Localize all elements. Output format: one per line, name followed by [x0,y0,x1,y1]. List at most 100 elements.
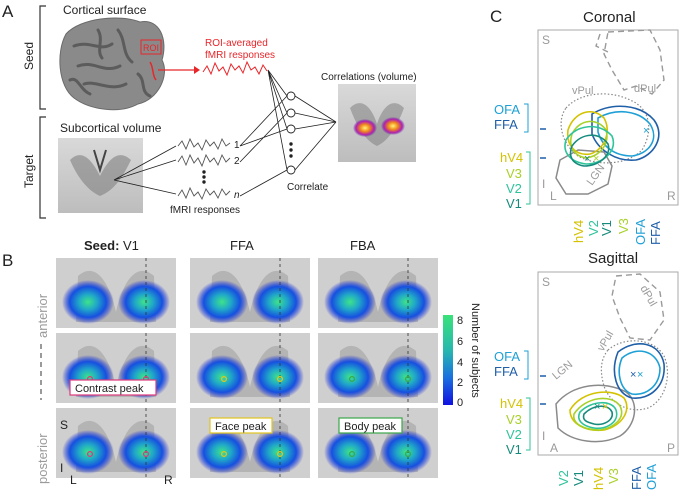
heatmap-tile [190,258,310,328]
sagittal-ofa-contour [618,350,661,395]
coronal-dpul-outline [603,29,665,95]
sagittal-v1-contour [582,405,614,426]
correlate-lines [239,69,337,197]
coronal-bottom-v2: V2 [586,220,601,236]
coronal-bottom-ffa: FFA [648,221,663,245]
coronal-vpul-label: vPul [572,85,593,97]
sagittal-label-ffa: FFA [494,364,518,379]
coronal-title: Coronal [583,9,636,26]
sagittal-vpul-label: vPul [595,329,616,354]
sagittal-label-v1: V1 [506,442,522,457]
sagittal-frame [537,271,679,456]
fmri-trace-n [177,186,231,201]
subject-count-blob [62,280,114,324]
coronal-label-ofa: OFA [494,102,520,117]
body-peak-box [338,417,403,434]
heatmap-tile [56,408,176,478]
sagittal-bottom-labels: V2 V1 hV4 V3 FFA OFA [556,464,659,490]
col-header-v1: V1 [123,238,139,253]
correlations-title: Correlations (volume) [321,72,417,83]
coronal-ffa-contour [591,105,660,161]
heatmap-tile [190,333,310,403]
col-header-ffa: FFA [230,238,254,253]
roi-arrowhead [194,66,200,74]
sagittal-left-brackets [524,350,529,380]
coronal-label-v2: V2 [506,181,522,196]
subject-count-blob [118,280,170,324]
sagittal-label-v3: V3 [506,412,522,427]
roi-box [140,39,162,55]
correlation-anatomy [350,103,404,146]
correlate-label: Correlate [287,182,329,193]
coronal-label-v3: V3 [506,166,522,181]
coronal-label-ffa: FFA [494,117,518,132]
roi-outline [149,61,157,81]
coronal-corner-s: S [542,33,550,47]
slice-to-trace-lines [113,145,177,195]
sagittal-corner-s: S [542,275,550,289]
peak-marker [277,376,284,383]
trace-label-n: n [234,190,240,201]
sagittal-bottom-v2: V2 [556,470,571,486]
face-peak-label: Face peak [215,421,267,433]
subcortical-anatomy [70,155,131,196]
colorbar-tick-0: 0 [457,397,463,409]
ellipsis-dot [289,154,293,158]
heatmap-tile [56,258,176,328]
coronal-label-hv4: hV4 [500,150,523,165]
roi-response-line1: ROI-averaged [205,38,268,49]
cortical-flatmap [59,17,165,111]
sagittal-bottom-hv4: hV4 [591,467,606,490]
sagittal-v3-contour [573,397,623,431]
coronal-left-labels: OFA FFA hV4 V3 V2 V1 [494,102,523,211]
peak-marker [143,451,150,458]
sagittal-label-hv4: hV4 [500,396,523,411]
coronal-dpul-tail [595,33,609,53]
row-label-posterior: posterior [35,433,50,484]
coronal-v2-contour [564,125,615,165]
orient-right: R [164,473,173,487]
col-header-fba: FBA [350,238,376,253]
coronal-bottom-v1: V1 [599,220,614,236]
sagittal-left-bracket-v [526,397,531,451]
contrast-peak-label: Contrast peak [75,383,144,395]
sagittal-v2-contour [578,401,618,430]
ellipsis-dot [289,142,293,146]
fmri-trace-2 [177,153,231,168]
heatmap-tile [318,333,438,403]
ellipsis-dot [202,180,206,184]
colorbar-tick-8: 8 [457,315,463,327]
peak-marker [86,451,93,458]
coronal-v3-contour [570,120,608,159]
body-peak-label: Body peak [344,421,396,433]
sagittal-lgn-outline [555,384,636,443]
coronal-bottom-ofa: OFA [633,219,648,245]
face-peak-box [209,417,273,434]
coronal-frame [537,29,679,206]
seed-label: Seed [22,42,36,70]
coronal-v1-contour [569,134,610,167]
contrast-peak-box [69,379,157,396]
coronal-hv4-contour [566,110,608,155]
sagittal-bottom-v1: V1 [571,470,586,486]
sagittal-left-labels: OFA FFA hV4 V3 V2 V1 [494,349,523,457]
sagittal-dpul-outline [611,273,665,341]
fmri-responses-label: fMRI responses [170,205,240,216]
fmri-trace-1 [177,137,231,152]
sagittal-bottom-v3: V3 [606,468,621,484]
orient-inferior: I [60,461,63,475]
coronal-left-ticks [540,128,546,159]
heatmap-grid [56,258,438,478]
subject-count-blob [196,280,248,324]
peak-marker [277,451,284,458]
correlation-hotspot-left [353,119,377,137]
cortical-surface-title: Cortical surface [63,3,147,17]
sagittal-ffa-contour [613,343,665,399]
coronal-ofa-contour [597,111,655,157]
trace-label-1: 1 [234,140,240,151]
sagittal-bottom-ffa: FFA [629,466,644,490]
heatmap-tile [318,258,438,328]
coronal-peak-v3: × [593,153,599,165]
panel-a-letter: A [2,2,14,21]
